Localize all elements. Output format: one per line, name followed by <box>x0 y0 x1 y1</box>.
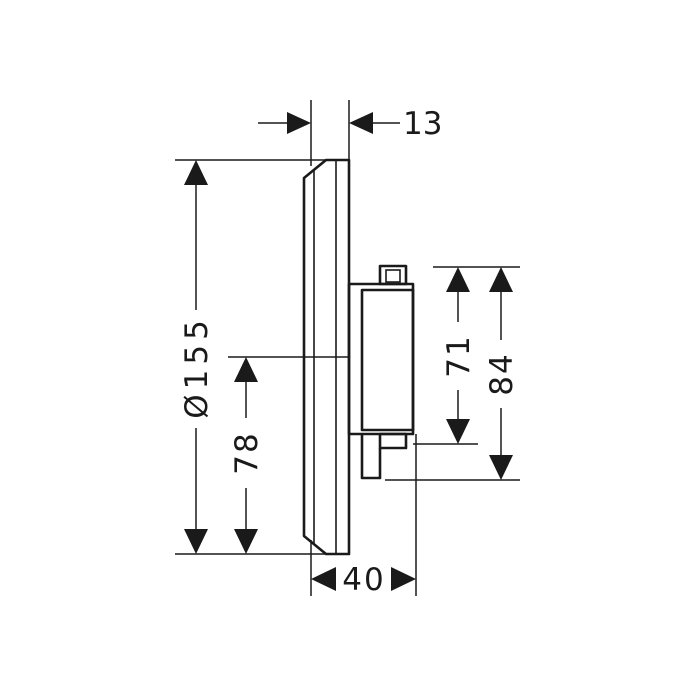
dim-40-arrow-left <box>311 567 336 591</box>
extension-lines <box>175 100 520 596</box>
body-cartridge <box>360 288 415 432</box>
dim-71-label: 71 <box>441 334 477 377</box>
dim-40-label: 40 <box>342 562 385 598</box>
body-housing <box>347 282 415 436</box>
dim-78-arrow-top <box>234 357 258 382</box>
dimension-78: 78 <box>229 357 265 554</box>
body-bottom-cap <box>378 432 408 450</box>
dim-84-arrow-top <box>489 267 513 292</box>
dimension-71: 71 <box>441 267 477 444</box>
dim-155-arrow-top <box>184 160 208 185</box>
dim-13-arrow-left <box>287 112 311 134</box>
dimension-84: 84 <box>484 267 520 480</box>
dimension-155: Ø155 <box>179 160 215 554</box>
thermostat-body <box>347 264 415 480</box>
dim-78-label: 78 <box>229 431 265 474</box>
dim-78-arrow-bottom <box>234 529 258 554</box>
dim-40-arrow-right <box>391 567 416 591</box>
body-top-cap <box>378 264 408 286</box>
dim-155-label: Ø155 <box>179 315 215 419</box>
dim-84-arrow-bottom <box>489 455 513 480</box>
dim-71-arrow-top <box>446 267 470 292</box>
dim-84-label: 84 <box>484 352 520 395</box>
dim-13-label: 13 <box>403 106 442 142</box>
dim-13-arrow-right <box>349 112 373 134</box>
body-bottom-stem <box>360 434 382 480</box>
dim-71-arrow-bottom <box>446 419 470 444</box>
body-top-cap-inner <box>385 269 401 283</box>
dim-155-arrow-bottom <box>184 529 208 554</box>
dimension-13: 13 <box>258 106 442 142</box>
dimension-40: 40 <box>311 562 416 598</box>
